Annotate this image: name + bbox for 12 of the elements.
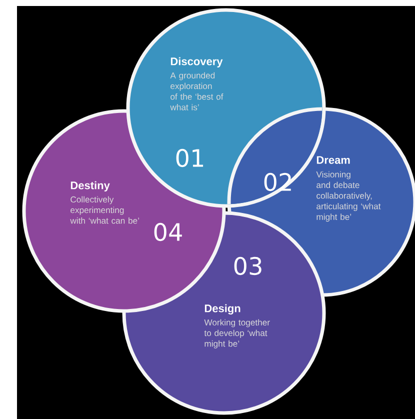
description: Visioning and debate collaboratively, articulating ‘what might be’: [316, 171, 381, 222]
description: Working together to develop ‘what might be’: [204, 319, 270, 348]
circle-title: Destiny: [70, 181, 110, 192]
description: A grounded exploration of the ‘best of what is’: [170, 72, 224, 110]
circle-title: Dream: [316, 156, 350, 164]
step-number: 03: [234, 256, 262, 276]
circle-title: Discovery: [170, 57, 223, 68]
circle-title: Design: [204, 304, 240, 314]
step-number: 02: [264, 172, 291, 192]
step-number: 01: [176, 148, 204, 168]
step-number: 04: [154, 222, 182, 242]
description: Collectively experimenting with ‘what can be’: [70, 196, 139, 224]
